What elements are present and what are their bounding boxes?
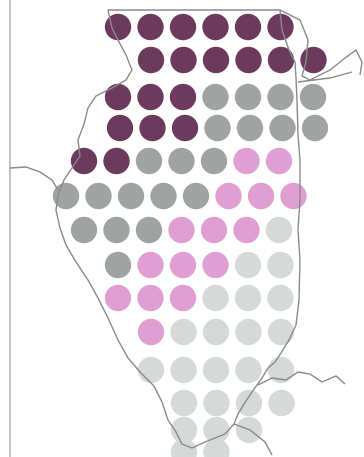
map-dot: [236, 114, 264, 142]
map-dot: [234, 83, 262, 111]
map-dot: [135, 147, 163, 175]
map-dot: [280, 182, 307, 210]
map-dot: [169, 251, 197, 279]
map-dot: [203, 389, 230, 417]
map-dot: [137, 318, 165, 346]
map-dot: [235, 46, 262, 74]
map-dot: [104, 83, 132, 111]
map-dot: [170, 356, 197, 384]
map-dot: [169, 83, 197, 111]
map-dot: [169, 13, 197, 41]
map-dot: [269, 114, 296, 142]
map-dot: [139, 114, 166, 142]
map-dot: [104, 284, 132, 312]
map-dot: [301, 114, 329, 142]
map-dot: [170, 438, 198, 457]
map-dot: [267, 13, 294, 41]
map-dot: [265, 216, 293, 244]
map-dot: [137, 251, 164, 279]
map-dot: [204, 114, 231, 142]
border-lines: [9, 0, 363, 457]
map-dot: [137, 284, 164, 312]
map-dot: [70, 147, 98, 175]
map-dot: [203, 438, 230, 457]
kentucky-border-line: [257, 371, 346, 386]
map-dot: [202, 318, 230, 346]
map-dot: [233, 147, 260, 175]
map-dot: [202, 13, 229, 41]
map-dot: [52, 182, 80, 210]
map-dot: [200, 147, 228, 175]
map-dot: [203, 416, 230, 444]
indiana-northeast-line: [297, 71, 353, 83]
map-dot: [103, 216, 130, 244]
map-dot: [267, 83, 294, 111]
map-dot: [170, 389, 198, 417]
map-dot: [137, 13, 164, 41]
map-dot: [168, 147, 195, 175]
map-dot: [233, 216, 260, 244]
map-dot: [104, 13, 132, 41]
map-dot: [234, 13, 262, 41]
map-dot: [85, 182, 112, 210]
map-dot: [168, 216, 195, 244]
map-dot: [135, 216, 163, 244]
map-dot: [235, 389, 263, 417]
map-dot: [137, 356, 165, 384]
dot-grid: [52, 13, 329, 457]
map-dot: [247, 182, 275, 210]
map-dot: [267, 251, 294, 279]
map-dot: [267, 46, 295, 74]
map-dot: [117, 182, 145, 210]
map-dot: [235, 356, 262, 384]
map-dot: [202, 83, 229, 111]
map-dot: [169, 284, 197, 312]
map-dot: [70, 216, 98, 244]
map-dot: [299, 83, 327, 111]
map-dot: [215, 182, 242, 210]
map-dot: [202, 251, 229, 279]
illinois-outline: [55, 9, 301, 449]
map-dot: [182, 182, 210, 210]
map-dot: [235, 318, 262, 346]
map-dot: [170, 416, 198, 444]
map-dot: [171, 114, 199, 142]
map-dot: [103, 147, 130, 175]
map-dot: [202, 356, 230, 384]
map-dot: [137, 83, 164, 111]
map-dot: [170, 46, 197, 74]
map-dot: [234, 251, 262, 279]
map-dot: [170, 318, 197, 346]
map-dot: [267, 318, 295, 346]
missouri-border-line: [9, 166, 59, 191]
map-dot: [200, 216, 228, 244]
map-dot: [268, 389, 295, 417]
map-dot: [104, 251, 132, 279]
map-dot: [265, 147, 293, 175]
map-dot: [202, 46, 230, 74]
map-dot: [234, 284, 262, 312]
map-dot: [137, 46, 165, 74]
map-dot: [150, 182, 177, 210]
map-dot: [202, 284, 229, 312]
tennessee-border-line: [233, 423, 273, 456]
map-dot: [106, 114, 134, 142]
map-dot: [267, 284, 294, 312]
